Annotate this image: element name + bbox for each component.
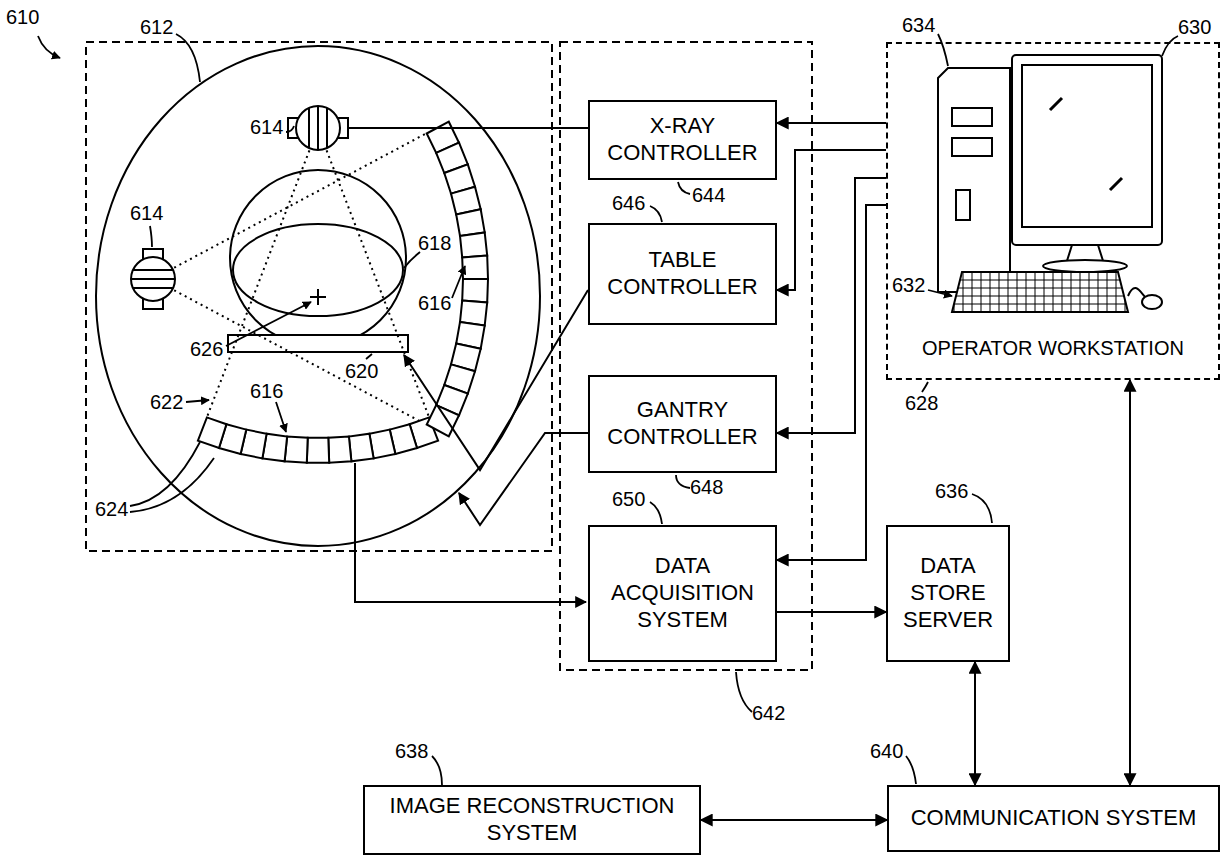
callout-number: 638 — [395, 740, 428, 763]
process-box: X-RAY CONTROLLER — [588, 100, 777, 180]
leader-line — [286, 126, 294, 132]
process-box: DATA STORE SERVER — [886, 525, 1010, 662]
leader-line — [130, 458, 214, 512]
callout-number: 630 — [1178, 16, 1211, 39]
detector-cell — [198, 417, 227, 448]
box-label: DATA ACQUISITION SYSTEM — [598, 553, 767, 633]
gantry-group-box — [86, 42, 552, 551]
table — [228, 335, 408, 352]
leader-line — [130, 442, 200, 506]
detector-cell — [307, 438, 329, 463]
leader-line — [276, 402, 286, 432]
callout-number: 644 — [692, 184, 725, 207]
detector-cell — [462, 279, 488, 302]
leader-line — [678, 182, 690, 194]
callout-number: 618 — [418, 232, 451, 255]
process-box: GANTRY CONTROLLER — [588, 375, 777, 473]
callout-number: 612 — [140, 16, 173, 39]
process-box: IMAGE RECONSTRUCTION SYSTEM — [363, 785, 701, 855]
x-ray-beam — [153, 128, 429, 425]
leader-line — [176, 34, 200, 82]
callout-number: 614 — [130, 202, 163, 225]
leader-line — [906, 756, 916, 784]
box-label: TABLE CONTROLLER — [598, 247, 767, 301]
callout-number: 648 — [690, 476, 723, 499]
x-ray-tube — [131, 249, 175, 309]
callout-number: 642 — [752, 702, 785, 725]
leader-line — [650, 206, 662, 222]
callout-number: 632 — [892, 274, 925, 297]
detector-cell — [460, 232, 487, 257]
isocenter — [310, 289, 326, 305]
leader-line — [1162, 36, 1178, 56]
gantry-wire — [459, 433, 588, 525]
callout-number: 628 — [905, 392, 938, 415]
leader-line — [452, 266, 465, 298]
connector — [777, 122, 886, 124]
tube-wire — [348, 127, 588, 129]
detector-cell — [462, 256, 488, 279]
leader-line — [186, 400, 209, 402]
gantry — [96, 46, 540, 546]
box-label: OPERATOR WORKSTATION — [922, 336, 1184, 360]
process-box: COMMUNICATION SYSTEM — [887, 785, 1220, 852]
callout-number: 636 — [935, 480, 968, 503]
box-label: GANTRY CONTROLLER — [598, 397, 767, 451]
detector-wire — [355, 463, 586, 602]
leader-line — [676, 475, 690, 488]
workstation-group: OPERATOR WORKSTATION — [886, 42, 1220, 380]
connector — [777, 611, 886, 613]
process-box: TABLE CONTROLLER — [588, 223, 777, 325]
table-wire — [404, 290, 588, 470]
bore — [230, 170, 406, 346]
computer — [938, 55, 1162, 312]
connector — [777, 150, 886, 290]
connector — [701, 819, 887, 821]
leader-line — [366, 354, 372, 359]
box-label: DATA STORE SERVER — [896, 553, 1000, 633]
x-ray-tube — [288, 106, 348, 150]
box-label: X-RAY CONTROLLER — [598, 113, 767, 167]
callout-number: 616 — [418, 292, 451, 315]
process-box: DATA ACQUISITION SYSTEM — [588, 525, 777, 662]
callout-number: 610 — [6, 6, 39, 29]
callout-number: 626 — [190, 338, 223, 361]
leader-line — [938, 34, 948, 66]
leader-line — [972, 494, 992, 523]
patient — [233, 224, 403, 316]
callout-number: 640 — [870, 740, 903, 763]
connector — [777, 205, 886, 560]
leader-line — [38, 36, 60, 58]
callout-number: 624 — [95, 498, 128, 521]
box-label: IMAGE RECONSTRUCTION SYSTEM — [373, 793, 691, 847]
callout-number: 616 — [250, 380, 283, 403]
connector — [777, 178, 886, 433]
leader-line — [150, 226, 152, 247]
leader-line — [432, 756, 442, 785]
callout-number: 614 — [250, 116, 283, 139]
callout-number: 650 — [612, 488, 645, 511]
leader-line — [226, 302, 311, 346]
leader-line — [650, 502, 662, 524]
detector-cell — [328, 437, 351, 463]
detector-cell — [285, 437, 308, 463]
box-label: COMMUNICATION SYSTEM — [911, 805, 1197, 832]
controller-group-box — [560, 42, 812, 670]
leader-line — [736, 672, 752, 712]
detector-cell — [456, 209, 485, 236]
detector-cell — [349, 434, 374, 462]
callout-number: 634 — [902, 14, 935, 37]
callout-number: 646 — [612, 192, 645, 215]
connector — [974, 662, 976, 785]
callout-number: 622 — [150, 391, 183, 414]
callout-number: 620 — [345, 360, 378, 383]
leader-line — [404, 252, 420, 268]
connector — [1129, 380, 1131, 785]
leader-line — [928, 290, 952, 296]
detector-array — [198, 122, 488, 463]
leader-line — [922, 382, 928, 392]
